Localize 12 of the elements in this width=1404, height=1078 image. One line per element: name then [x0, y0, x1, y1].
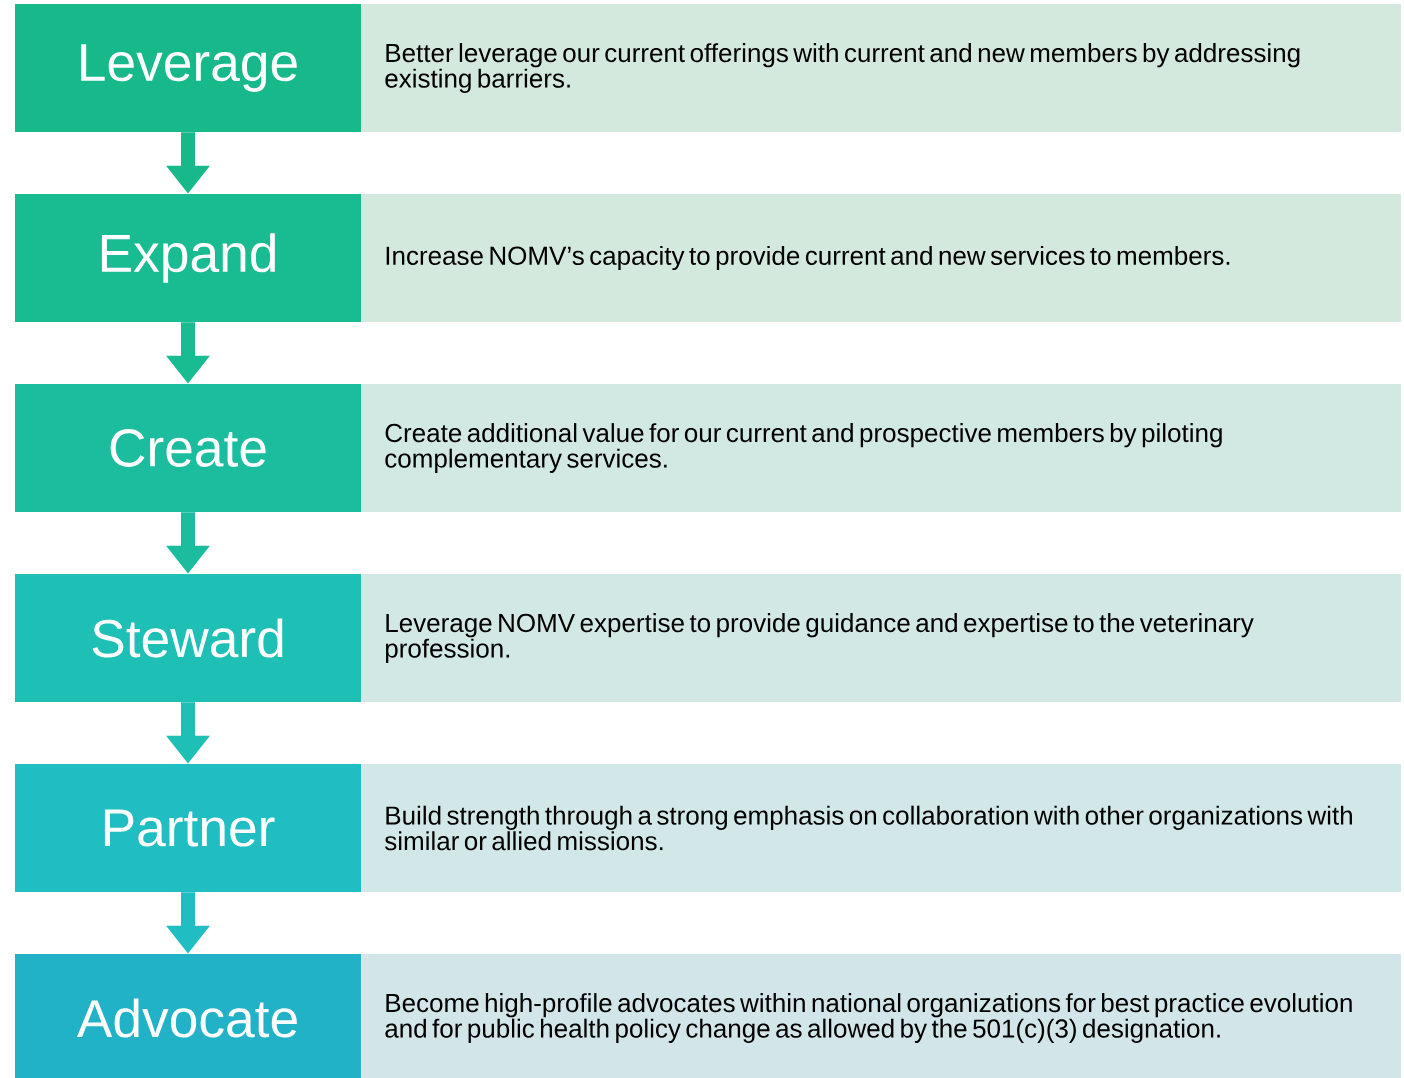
- description-box: Increase NOMV’s capacity to provide current and new services to members.: [361, 194, 1401, 322]
- description-box: Create additional value for our current and prospective members by piloting complementary services.: [361, 384, 1401, 512]
- description-box: Build strength through a strong emphasis on collaboration with other organizations with similar or allied missions.: [361, 764, 1401, 892]
- description-box: Become high-profile advocates within national organizations for best practice evolution and for public health policy change as allowed by the 501(c)(3) designation.: [361, 954, 1401, 1078]
- step-box: Create: [15, 384, 361, 512]
- step-box: Expand: [15, 194, 361, 322]
- description-box: Leverage NOMV expertise to provide guidance and expertise to the veterinary profession.: [361, 574, 1401, 702]
- description-box: Better leverage our current offerings with current and new members by addressing existing barriers.: [361, 4, 1401, 132]
- step-box: Advocate: [15, 954, 361, 1078]
- step-box: Partner: [15, 764, 361, 892]
- step-box: Leverage: [15, 4, 361, 132]
- step-box: Steward: [15, 574, 361, 702]
